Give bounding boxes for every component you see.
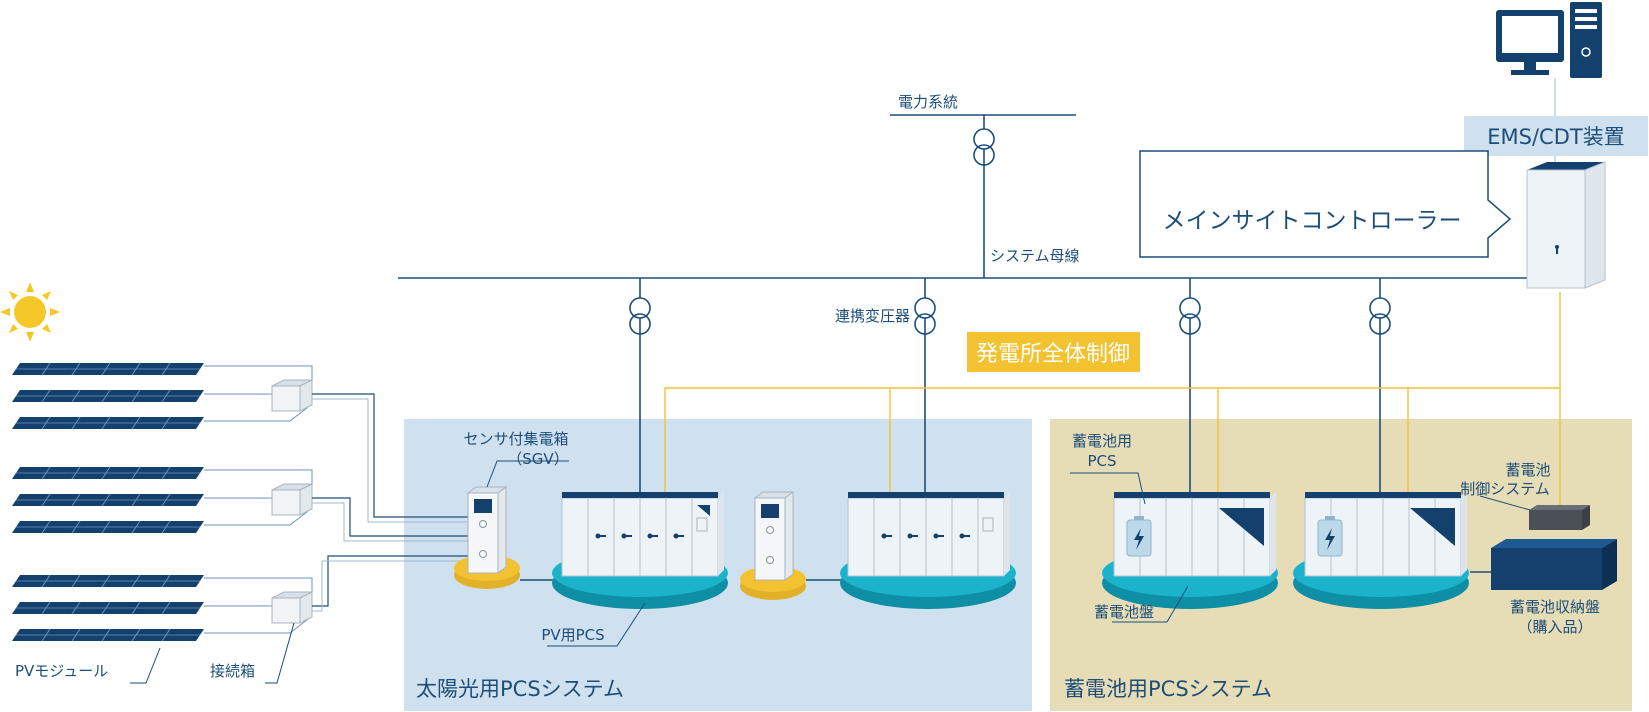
battery-container-label-line2: （購入品） [1517,618,1592,636]
battery-pcs-unit [1102,491,1278,609]
junction-box [271,379,313,412]
bus-label: システム母線 [990,247,1080,265]
main-controller-callout [1139,150,1512,258]
plant-control-label: 発電所全体制御 [976,342,1130,367]
battery-icon [1317,516,1343,557]
solar-system-title: 太陽光用PCSシステム [416,677,624,701]
battery-control-label-line1: 蓄電池 [1505,461,1550,479]
main-controller-label: メインサイトコントローラー [1163,208,1462,234]
battery-pcs-label-line2: PCS [1087,452,1116,470]
battery-container-label-line1: 蓄電池収納盤 [1510,598,1600,616]
junction-box [271,483,313,516]
pv-pcs-label: PV用PCS [541,626,604,644]
transformer-label: 連携変圧器 [835,307,910,325]
grid-label: 電力系統 [898,93,958,111]
control-signal-lines [664,292,1561,505]
battery-container [1491,539,1617,590]
battery-panel-label: 蓄電池盤 [1094,603,1154,621]
sun-icon [0,282,60,342]
sgv-label-line1: センサ付集電箱 [463,430,568,448]
sgv-combiner-box [454,486,520,589]
plant-control-box [967,332,1140,372]
main-controller-cabinet [1526,161,1606,289]
sgv-combiner-box [740,491,806,600]
battery-pcs-unit [1293,491,1469,609]
pv-pcs-unit [552,491,728,609]
battery-control-label-line2: 制御システム [1460,480,1550,498]
junction-box-label: 接続箱 [210,662,255,680]
pv-module-label: PVモジュール [15,662,108,680]
pc-tower-icon [1570,2,1602,78]
ems-box [1464,116,1648,156]
sgv-label-line2: （SGV） [507,450,568,468]
battery-control-unit [1529,505,1590,530]
pv-module-array [11,362,205,642]
pc-monitor-icon [1496,10,1564,75]
ems-label: EMS/CDT装置 [1487,125,1624,149]
battery-system-title: 蓄電池用PCSシステム [1064,677,1272,701]
junction-box [271,591,313,624]
battery-icon [1126,516,1152,557]
pv-pcs-unit [840,491,1016,609]
battery-pcs-label-line1: 蓄電池用 [1072,432,1132,450]
